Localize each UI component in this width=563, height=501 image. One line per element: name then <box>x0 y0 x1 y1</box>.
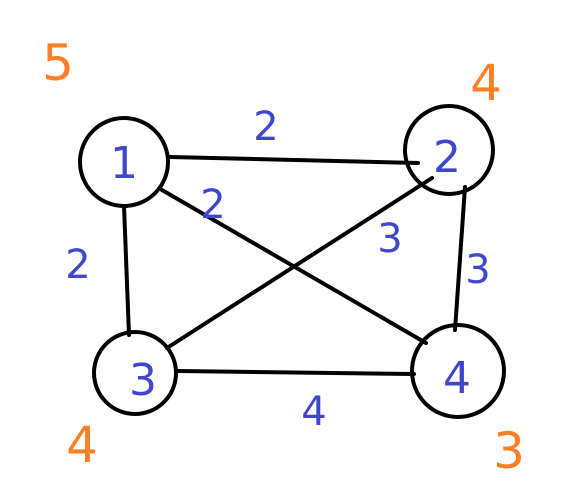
node-1-degree: 5 <box>42 34 74 92</box>
node-1: 1 <box>78 116 170 208</box>
edge-1-3 <box>122 204 131 337</box>
edge-3-4-weight: 4 <box>301 389 326 435</box>
edge-3-4 <box>176 369 416 376</box>
node-3-degree: 4 <box>66 416 98 474</box>
edge-1-2-weight: 2 <box>253 104 278 150</box>
node-1-label: 1 <box>110 138 138 189</box>
node-1-circle <box>78 116 170 208</box>
edge-2-3-weight: 3 <box>377 216 402 262</box>
node-3: 3 <box>92 330 178 416</box>
node-2-circle <box>403 104 495 196</box>
node-3-circle <box>92 330 178 416</box>
edge-1-3-weight: 2 <box>65 242 90 288</box>
node-2-degree: 4 <box>470 54 502 112</box>
edge-2-3 <box>165 176 434 350</box>
node-2-label: 2 <box>433 132 461 183</box>
edge-1-2 <box>168 155 420 165</box>
edge-2-4 <box>453 185 467 332</box>
node-4-degree: 3 <box>493 422 525 480</box>
node-3-label: 3 <box>129 355 157 406</box>
node-2: 2 <box>403 104 495 196</box>
node-4: 4 <box>410 323 506 419</box>
edge-1-4-weight: 2 <box>200 182 225 228</box>
node-4-label: 4 <box>443 353 471 404</box>
edge-2-4-weight: 3 <box>465 247 490 293</box>
node-4-circle <box>410 323 506 419</box>
